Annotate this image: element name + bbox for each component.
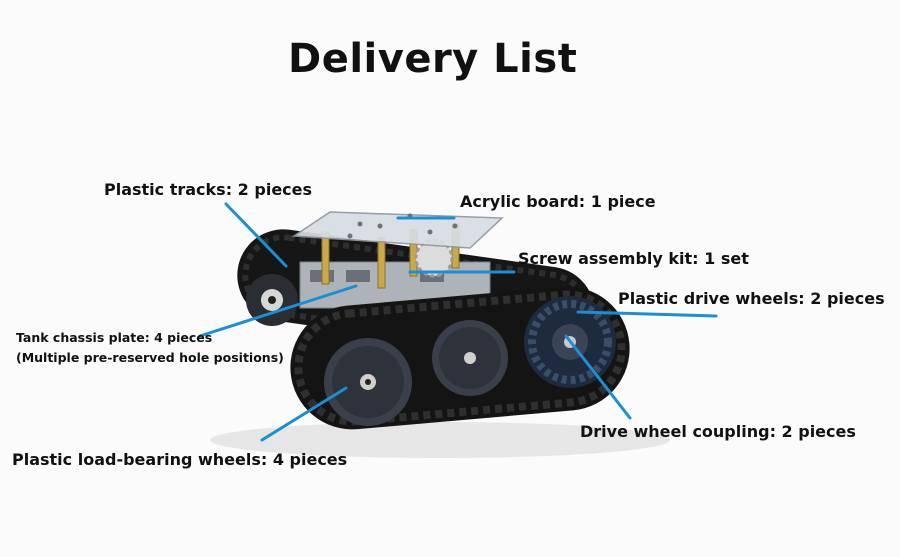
label-coupling: Drive wheel coupling: 2 pieces [580, 422, 856, 441]
label-acrylic-board: Acrylic board: 1 piece [460, 192, 656, 211]
load-bearing-wheel-2 [432, 320, 508, 396]
label-chassis-plate-note: (Multiple pre-reserved hole positions) [16, 350, 284, 365]
label-drive-wheels: Plastic drive wheels: 2 pieces [618, 289, 885, 308]
acrylic-board [291, 211, 504, 249]
leader-line-chassis [198, 284, 358, 338]
page-title: Delivery List [288, 36, 578, 82]
leader-line-drive-wheels [576, 310, 718, 318]
leader-lines [198, 202, 718, 442]
label-chassis-plate-main: Tank chassis plate: 4 pieces [16, 330, 213, 345]
board-holes [347, 213, 458, 239]
ground-shadow [210, 422, 670, 458]
label-screw-kit: Screw assembly kit: 1 set [518, 249, 749, 268]
label-chassis-plate: Tank chassis plate: 4 pieces (Multiple p… [16, 328, 284, 368]
leader-line-load-wheels [260, 386, 348, 442]
leader-line-tracks [224, 202, 288, 268]
leader-line-coupling [564, 334, 632, 420]
label-load-wheels: Plastic load-bearing wheels: 4 pieces [12, 450, 348, 469]
label-plastic-tracks: Plastic tracks: 2 pieces [104, 180, 313, 199]
load-bearing-wheel-1 [324, 338, 412, 426]
